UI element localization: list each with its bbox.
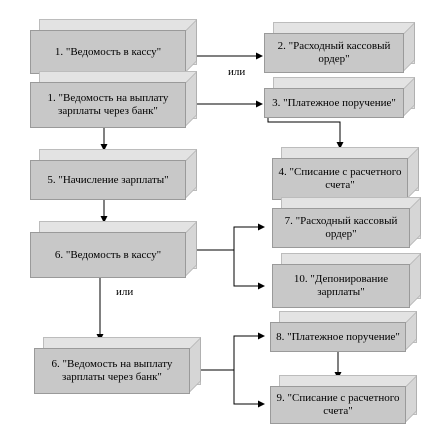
arrow-3-to-4: [267, 118, 344, 149]
or-label-top: или: [228, 66, 246, 78]
arrow-6b-to-9: [233, 370, 265, 408]
box-8-platezhnoe-poruchenie: 8. "Платежное поручение": [270, 322, 406, 352]
box-1-vedomost-v-kassu: 1. "Ведомость в кассу": [30, 30, 186, 74]
or-label-bottom: или: [116, 286, 134, 298]
box-5-nachislenie: 5. "Начисление зарплаты": [30, 160, 186, 200]
arrow-6b-to-8: [233, 332, 265, 370]
arrow-6-to-7: [233, 223, 265, 250]
box-7-rashodny-order: 7. "Расходный кассовый ордер": [272, 208, 410, 248]
box-4-spisanie: 4. "Списание с расчетного счета": [272, 158, 408, 200]
box-6-vedomost-bank: 6. "Ведомость на выплату зарплаты через …: [34, 348, 190, 394]
box-1-vedomost-bank: 1. "Ведомость на выплату зарплаты через …: [30, 82, 186, 128]
box-6-vedomost-v-kassu: 6. "Ведомость в кассу": [30, 232, 186, 278]
box-2-rashodny-order: 2. "Расходный кассовый ордер": [264, 33, 404, 73]
box-9-spisanie: 9. "Списание с расчетного счета": [270, 386, 406, 424]
box-3-platezhnoe-poruchenie: 3. "Платежное поручение": [264, 88, 404, 118]
box-10-deponirovanie: 10. "Депонирование зарплаты": [272, 264, 410, 308]
arrow-6-to-10: [233, 250, 265, 290]
